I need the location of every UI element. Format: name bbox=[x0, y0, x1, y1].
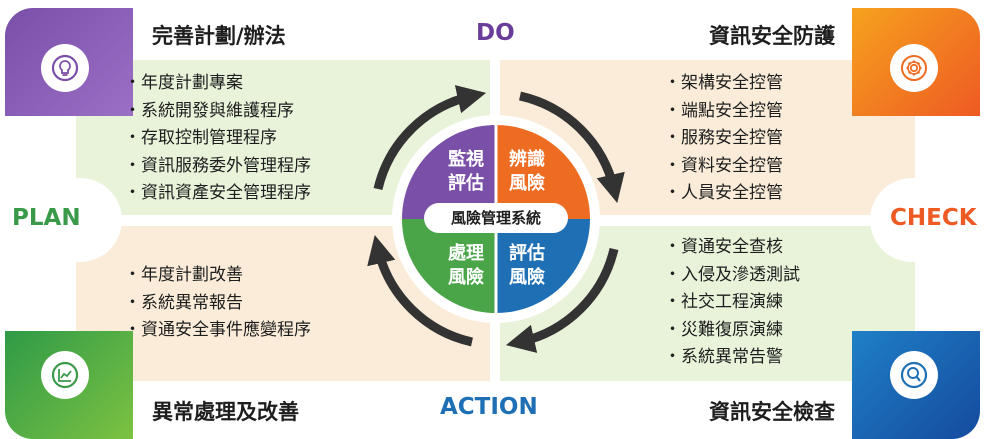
lightbulb-icon bbox=[41, 44, 89, 92]
list-item: 資訊服務委外管理程序 bbox=[124, 153, 311, 181]
list-bottom-right: 資通安全查核 入侵及滲透測試 社交工程演練 災難復原演練 系統異常告警 bbox=[664, 234, 800, 372]
segment-label-top-left: 監視 評估 bbox=[448, 149, 484, 194]
list-item: 社交工程演練 bbox=[664, 289, 800, 317]
cycle-arrow-plan-to-do bbox=[373, 85, 487, 191]
list-item: 人員安全控管 bbox=[664, 180, 783, 208]
segment-label-bottom-left: 處理 風險 bbox=[448, 243, 484, 288]
phase-do: DO bbox=[476, 20, 515, 46]
list-item: 資通安全查核 bbox=[664, 234, 800, 262]
list-item: 入侵及滲透測試 bbox=[664, 262, 800, 290]
segment-top-right bbox=[496, 125, 590, 219]
list-item: 年度計劃專案 bbox=[124, 70, 311, 98]
segment-label-top-right: 辨識 風險 bbox=[509, 149, 545, 194]
corner-tab-top-right bbox=[852, 8, 980, 116]
heading-top-left: 完善計劃/辦法 bbox=[152, 24, 286, 48]
list-item: 系統異常報告 bbox=[124, 290, 311, 318]
list-item: 系統異常告警 bbox=[664, 344, 800, 372]
center-title: 風險管理系統 bbox=[450, 209, 541, 227]
phase-check: CHECK bbox=[890, 205, 977, 231]
list-top-left: 年度計劃專案 系統開發與維護程序 存取控制管理程序 資訊服務委外管理程序 資訊資… bbox=[124, 70, 311, 208]
segment-bottom-left bbox=[402, 219, 496, 313]
plan-label-circle bbox=[38, 178, 122, 262]
corner-tab-top-left bbox=[5, 8, 133, 116]
list-bottom-left: 年度計劃改善 系統異常報告 資通安全事件應變程序 bbox=[124, 262, 311, 345]
heading-bottom-left: 異常處理及改善 bbox=[152, 400, 299, 424]
heading-top-right: 資訊安全防護 bbox=[709, 24, 835, 48]
list-top-right: 架構安全控管 端點安全控管 服務安全控管 資料安全控管 人員安全控管 bbox=[664, 70, 783, 208]
heading-bottom-right: 資訊安全檢查 bbox=[709, 400, 835, 424]
cycle-arrow-check-to-action bbox=[505, 247, 619, 353]
cycle-arrow-action-to-plan bbox=[367, 234, 473, 347]
list-item: 資訊資產安全管理程序 bbox=[124, 180, 311, 208]
segment-bottom-right bbox=[496, 219, 590, 313]
list-item: 資通安全事件應變程序 bbox=[124, 317, 311, 345]
cycle-arrow-do-to-check bbox=[519, 91, 625, 204]
magnifier-icon bbox=[890, 351, 938, 399]
check-label-circle bbox=[870, 178, 954, 262]
gear-icon bbox=[890, 44, 938, 92]
list-item: 系統開發與維護程序 bbox=[124, 98, 311, 126]
list-item: 資料安全控管 bbox=[664, 153, 783, 181]
phase-plan: PLAN bbox=[12, 205, 81, 231]
list-item: 服務安全控管 bbox=[664, 125, 783, 153]
list-item: 災難復原演練 bbox=[664, 317, 800, 345]
corner-tab-bottom-left bbox=[5, 331, 133, 439]
corner-tab-bottom-right bbox=[852, 331, 980, 439]
phase-action: ACTION bbox=[440, 394, 538, 420]
chart-trend-icon bbox=[41, 351, 89, 399]
list-item: 架構安全控管 bbox=[664, 70, 783, 98]
segment-label-bottom-right: 評估 風險 bbox=[509, 243, 545, 288]
list-item: 年度計劃改善 bbox=[124, 262, 311, 290]
center-title-pill bbox=[424, 203, 568, 233]
segment-top-left bbox=[402, 125, 496, 219]
list-item: 端點安全控管 bbox=[664, 98, 783, 126]
list-item: 存取控制管理程序 bbox=[124, 125, 311, 153]
